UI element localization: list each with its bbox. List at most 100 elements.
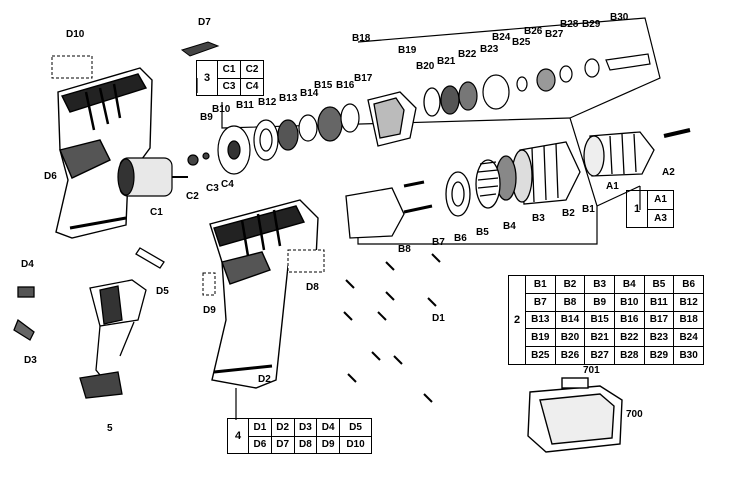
d8-label [287,249,325,273]
label-d9: D9 [203,305,216,316]
gear-plate [217,119,279,175]
d7-part [180,41,220,57]
label-b15: B15 [314,80,333,91]
planetary-gear-set [277,103,360,151]
label-d8: D8 [306,282,319,293]
table-cell: B23 [643,328,675,348]
label-a1: A1 [606,181,619,192]
parts-table-2: 2 B1 B2 B3 B4 B5 B6 B7 B8 B9 B10 B11 B12… [508,275,704,365]
table-cell: B6 [673,275,704,294]
table-cell: D4 [316,418,340,437]
table-cell: D6 [248,435,272,454]
table-cell: D8 [293,435,318,454]
housing-right-half [209,199,319,389]
table-cell: C3 [217,77,241,96]
label-b19: B19 [398,45,417,56]
label-b29: B29 [582,19,601,30]
table-cell: B16 [613,310,645,330]
table-cell: B8 [554,292,586,312]
label-d1: D1 [432,313,445,324]
table-cell: C2 [240,60,264,79]
housing-left-half [55,67,153,239]
label-b4: B4 [503,221,516,232]
label-b23: B23 [480,44,499,55]
label-b30: B30 [610,12,629,23]
label-b2: B2 [562,208,575,219]
table-cell: A1 [647,190,674,210]
label-b27: B27 [545,29,564,40]
d10-label-plate [51,55,93,79]
label-d5: D5 [156,286,169,297]
table-cell: B24 [673,328,704,348]
table-4-group: 4 [227,418,249,454]
label-b11: B11 [236,100,254,111]
label-b12: B12 [258,97,277,108]
label-d6: D6 [44,171,57,182]
label-b14: B14 [300,88,319,99]
table-cell: B14 [554,310,586,330]
label-c4: C4 [221,179,234,190]
table-cell: B27 [584,346,615,365]
table-cell: B18 [673,310,704,330]
table-cell: B26 [554,346,586,365]
table-cell: B12 [673,292,704,312]
label-c2: C2 [186,191,199,202]
label-b5: B5 [476,227,489,238]
label-d10: D10 [66,29,85,40]
label-b10: B10 [212,104,231,115]
table-cell: B22 [613,328,645,348]
label-d7: D7 [198,17,211,28]
parts-table-3: 3 C1 C2 C3 C4 [196,60,264,96]
label-a2: A2 [662,167,675,178]
label-d3: D3 [24,355,37,366]
clutch-parts [440,53,651,115]
label-d2: D2 [258,374,271,385]
table-cell: D10 [339,435,372,454]
table-cell: D1 [248,418,272,437]
table-cell: B19 [525,328,556,348]
label-b16: B16 [336,80,355,91]
label-b20: B20 [416,61,435,72]
label-700: 700 [626,409,643,420]
gear-housing [367,87,441,147]
table-cell: A3 [647,208,674,228]
table-cell: D3 [293,418,318,437]
label-b13: B13 [279,93,298,104]
table-cell: B9 [584,292,615,312]
table-1-group: 1 [626,190,648,228]
parts-table-1: 1 A1 A3 [626,190,674,228]
table-cell: B21 [584,328,615,348]
table-cell: D2 [270,418,295,437]
table-cell: B15 [584,310,615,330]
table-cell: B25 [525,346,556,365]
table-cell: B3 [584,275,615,294]
label-c1: C1 [150,207,163,218]
chuck-a1 [583,128,691,177]
label-b18: B18 [352,33,371,44]
table-cell: B17 [643,310,675,330]
label-5: 5 [107,423,113,434]
table-cell: D5 [339,418,372,437]
label-701: 701 [583,365,600,376]
label-b26: B26 [524,26,543,37]
label-c3: C3 [206,183,219,194]
table-2-group: 2 [508,275,526,365]
table-cell: B4 [613,275,645,294]
label-b21: B21 [437,56,456,67]
table-cell: D9 [316,435,340,454]
d9-label [202,272,216,296]
screw-set [343,253,441,403]
carry-case [527,377,623,453]
table-cell: B1 [525,275,556,294]
label-b17: B17 [354,73,373,84]
label-b7: B7 [432,237,445,248]
table-cell: D7 [270,435,295,454]
label-b6: B6 [454,233,467,244]
table-cell: B28 [613,346,645,365]
motor-c1 [117,152,210,197]
table-cell: C4 [240,77,264,96]
table-cell: B5 [643,275,675,294]
table-3-group: 3 [196,60,218,96]
